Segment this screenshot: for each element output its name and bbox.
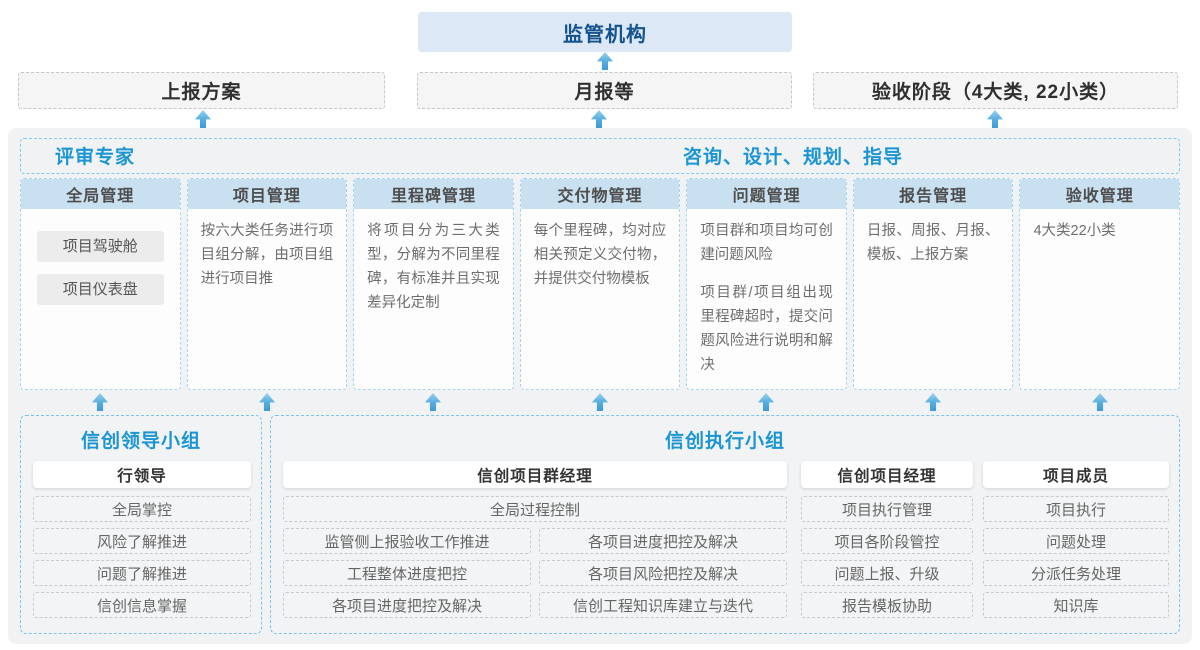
- column-header: 问题管理: [687, 179, 846, 209]
- column-body: 日报、周报、月报、模板、上报方案: [854, 209, 1013, 389]
- column-text: 项目群/项目组出现里程碑超时，提交问题风险进行说明和解决: [700, 285, 833, 373]
- column-header: 项目管理: [187, 179, 347, 209]
- column-header: 里程碑管理: [354, 179, 513, 209]
- acceptance-stage-box: 验收阶段（4大类, 22小类）: [813, 72, 1178, 109]
- regulator-box: 监管机构: [418, 12, 792, 52]
- up-arrow-icon: [987, 110, 1003, 128]
- column-text: 4大类22小类: [1033, 223, 1116, 239]
- experts-band: 评审专家 咨询、设计、规划、指导: [20, 138, 1180, 174]
- up-arrow-icon: [597, 52, 613, 70]
- column-header: 交付物管理: [520, 179, 680, 209]
- project-dashboard-chip: 项目仪表盘: [37, 274, 164, 305]
- review-experts-label: 评审专家: [55, 147, 136, 168]
- project-cockpit-chip: 项目驾驶舱: [37, 231, 164, 262]
- column-global-management: 全局管理 项目驾驶舱 项目仪表盘: [20, 178, 181, 390]
- column-body: 项目群和项目均可创建问题风险 项目群/项目组出现里程碑超时，提交问题风险进行说明…: [687, 209, 846, 389]
- column-text: 按六大类任务进行项目组分解，由项目组进行项目推: [200, 223, 334, 287]
- column-deliverable-management: 交付物管理 每个里程碑，均对应相关预定义交付物，并提供交付物模板: [519, 178, 681, 390]
- up-arrow-icon: [195, 110, 211, 128]
- management-columns: 全局管理 项目驾驶舱 项目仪表盘 项目管理 按六大类任务进行项目组分解，由项目组…: [20, 178, 1181, 390]
- column-acceptance-management: 验收管理 4大类22小类: [1019, 178, 1181, 390]
- column-body: 按六大类任务进行项目组分解，由项目组进行项目推: [188, 209, 347, 389]
- column-body: 项目驾驶舱 项目仪表盘: [21, 209, 180, 389]
- column-text: 将项目分为三大类型，分解为不同里程碑，有标准并且实现差异化定制: [367, 223, 500, 311]
- monthly-report-box: 月报等: [417, 72, 792, 109]
- consulting-design-label: 咨询、设计、规划、指导: [683, 147, 904, 168]
- up-arrow-icon: [591, 110, 607, 128]
- column-text: 日报、周报、月报、模板、上报方案: [866, 223, 1000, 263]
- column-report-management: 报告管理 日报、周报、月报、模板、上报方案: [852, 178, 1014, 390]
- column-text: 每个里程碑，均对应相关预定义交付物，并提供交付物模板: [533, 223, 667, 287]
- column-milestone-management: 里程碑管理 将项目分为三大类型，分解为不同里程碑，有标准并且实现差异化定制: [353, 178, 514, 390]
- report-plan-box: 上报方案: [18, 72, 385, 109]
- platform-panel: 评审专家 咨询、设计、规划、指导 全局管理 项目驾驶舱 项目仪表盘 项目管理 按…: [8, 128, 1192, 644]
- column-header: 验收管理: [1020, 179, 1180, 209]
- column-body: 每个里程碑，均对应相关预定义交付物，并提供交付物模板: [521, 209, 680, 389]
- column-body: 4大类22小类: [1020, 209, 1179, 389]
- column-text: 项目群和项目均可创建问题风险: [700, 223, 833, 263]
- column-header: 全局管理: [21, 179, 180, 209]
- column-header: 报告管理: [853, 179, 1013, 209]
- column-body: 将项目分为三大类型，分解为不同里程碑，有标准并且实现差异化定制: [354, 209, 513, 389]
- column-project-management: 项目管理 按六大类任务进行项目组分解，由项目组进行项目推: [186, 178, 348, 390]
- column-issue-management: 问题管理 项目群和项目均可创建问题风险 项目群/项目组出现里程碑超时，提交问题风…: [686, 178, 847, 390]
